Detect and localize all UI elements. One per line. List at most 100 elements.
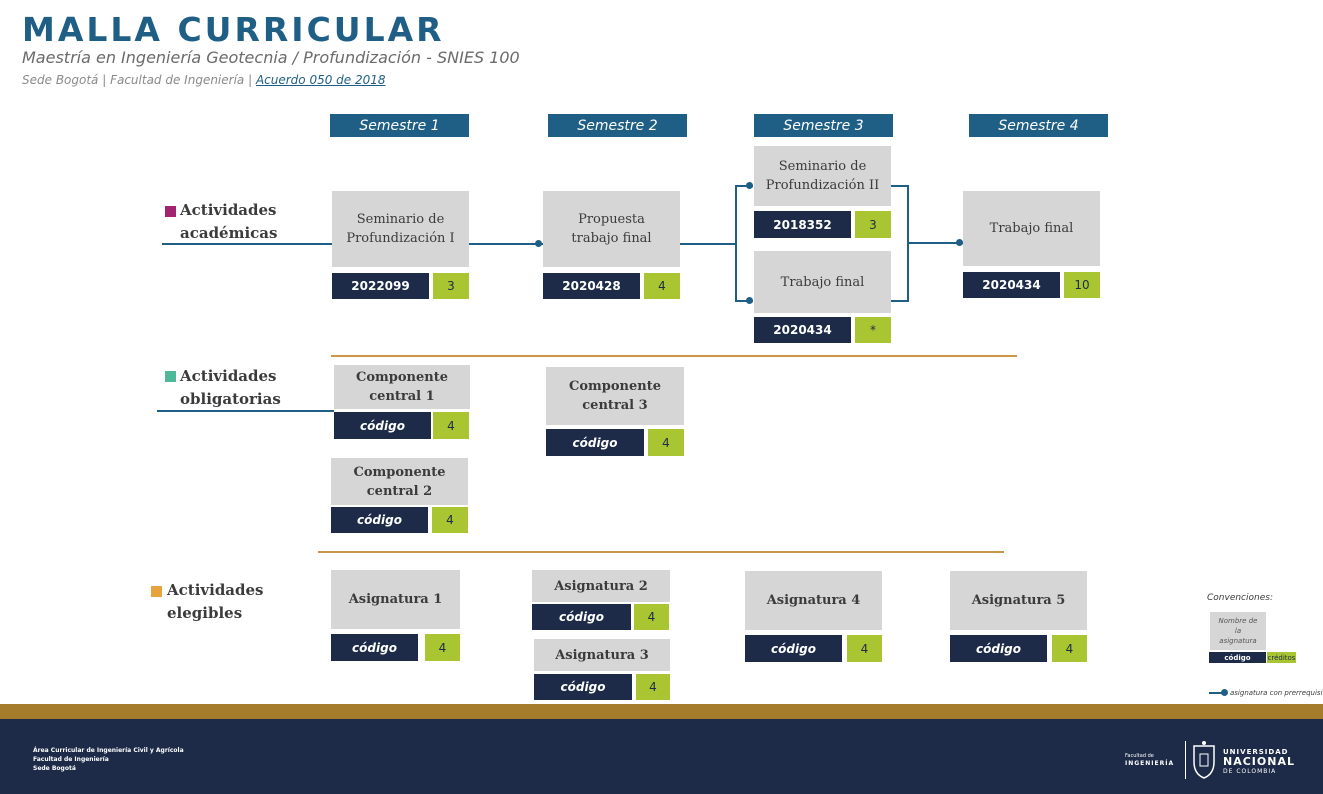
category-obligatorias-line1: Actividades (180, 367, 277, 385)
course-code-asignatura-1: código (331, 634, 418, 661)
category-obligatorias-line2: obligatorias (180, 390, 281, 408)
footer-line: Área Curricular de Ingeniería Civil y Ag… (33, 747, 184, 754)
conventions-name-line: asignatura (1219, 637, 1257, 645)
course-code-seminario-2: 2018352 (754, 211, 851, 238)
footer (0, 719, 1323, 794)
universidad-logo-line: DE COLOMBIA (1223, 768, 1277, 775)
prereq-branch-left (735, 185, 737, 302)
university-shield-icon (1193, 741, 1215, 779)
prereq-line-start (162, 243, 333, 245)
academicas-square-icon (165, 206, 176, 217)
universidad-logo-line: NACIONAL (1223, 755, 1295, 768)
course-name-line: Propuesta (578, 212, 645, 227)
conventions-credits-sample: créditos (1267, 652, 1296, 663)
page-title: MALLA CURRICULAR (22, 10, 445, 49)
semester-3-header: Semestre 3 (754, 114, 893, 137)
obligatorias-line (157, 410, 334, 412)
semester-4-header: Semestre 4 (969, 114, 1108, 137)
meta-text: Sede Bogotá | Facultad de Ingeniería | (22, 73, 256, 87)
course-credits-componente-3: 4 (648, 429, 684, 456)
course-credits-seminario-1: 3 (433, 273, 469, 299)
course-credits-trabajo-final-s3: * (855, 317, 891, 343)
course-name-asignatura-3[interactable]: Asignatura 3 (534, 639, 670, 671)
footer-gold-bar (0, 704, 1323, 719)
course-name-asignatura-1[interactable]: Asignatura 1 (331, 570, 460, 629)
course-name-trabajo-final-s3[interactable]: Trabajo final (754, 251, 891, 313)
course-code-asignatura-3: código (534, 674, 632, 700)
course-credits-seminario-2: 3 (855, 211, 891, 238)
acuerdo-link[interactable]: Acuerdo 050 de 2018 (255, 73, 386, 87)
course-credits-asignatura-5: 4 (1052, 635, 1087, 662)
category-academicas: Actividades académicas (180, 199, 277, 245)
conventions-prereq-line (1209, 692, 1227, 694)
conventions-name-sample: Nombre de la asignatura (1210, 612, 1266, 650)
semester-1-header: Semestre 1 (330, 114, 469, 137)
universidad-logo: UNIVERSIDAD NACIONAL DE COLOMBIA (1223, 747, 1295, 777)
obligatorias-square-icon (165, 371, 176, 382)
prereq-dot-s3-bottom (746, 297, 753, 304)
course-code-trabajo-final-s3: 2020434 (754, 317, 851, 343)
course-name-asignatura-4[interactable]: Asignatura 4 (745, 571, 882, 630)
page-meta: Sede Bogotá | Facultad de Ingeniería | A… (22, 73, 386, 87)
course-code-propuesta: 2020428 (543, 273, 640, 299)
course-name-line: Trabajo final (989, 221, 1074, 236)
course-credits-asignatura-2: 4 (634, 604, 669, 630)
conventions-prereq-dot (1221, 689, 1228, 696)
conventions-code-sample: código (1209, 652, 1266, 663)
footer-text: Área Curricular de Ingeniería Civil y Ag… (33, 746, 184, 773)
course-name-asignatura-5[interactable]: Asignatura 5 (950, 571, 1087, 630)
category-academicas-line2: académicas (180, 224, 278, 242)
section-divider-1 (331, 355, 1017, 357)
section-divider-2 (318, 551, 1004, 553)
course-name-line: Asignatura 2 (554, 578, 648, 594)
conventions-name-line: la (1234, 627, 1242, 635)
footer-line: Sede Bogotá (33, 765, 76, 772)
course-credits-componente-1: 4 (433, 412, 469, 439)
course-name-line: Asignatura 3 (555, 647, 649, 663)
course-code-componente-1: código (334, 412, 431, 439)
course-name-componente-2[interactable]: Componente central 2 (331, 458, 468, 505)
page-subtitle: Maestría en Ingeniería Geotecnia / Profu… (22, 48, 520, 67)
course-name-line: Componente (353, 464, 446, 480)
course-name-line: Asignatura 4 (766, 593, 861, 608)
course-credits-asignatura-1: 4 (425, 634, 460, 661)
course-code-trabajo-final-s4: 2020434 (963, 272, 1060, 298)
footer-line: Facultad de Ingeniería (33, 756, 109, 763)
course-name-line: central 1 (369, 389, 435, 404)
course-name-line: Profundización II (765, 178, 880, 193)
prereq-branch-top-right (891, 185, 909, 187)
semester-2-header: Semestre 2 (548, 114, 687, 137)
course-credits-componente-2: 4 (432, 507, 468, 533)
conventions-title: Convenciones: (1207, 593, 1273, 603)
course-name-line: central 2 (366, 483, 433, 499)
category-elegibles-line2: elegibles (167, 604, 243, 622)
prereq-dot-s3-top (746, 182, 753, 189)
category-obligatorias: Actividades obligatorias (180, 365, 281, 411)
course-credits-asignatura-4: 4 (847, 635, 882, 662)
course-code-seminario-1: 2022099 (332, 273, 429, 299)
category-elegibles-line1: Actividades (167, 581, 264, 599)
course-code-componente-3: código (546, 429, 644, 456)
course-name-trabajo-final-s4[interactable]: Trabajo final (963, 191, 1100, 266)
course-code-asignatura-4: código (745, 635, 842, 662)
course-name-line: Profundización I (346, 231, 455, 246)
conventions-prereq-label: asignatura con prerrequisito (1230, 689, 1323, 697)
logo-divider (1185, 741, 1186, 779)
prereq-branch-top-left (735, 185, 753, 187)
category-academicas-line1: Actividades (180, 201, 277, 219)
course-name-line: Componente (569, 379, 661, 394)
prereq-branch-bottom-right (891, 300, 909, 302)
category-elegibles: Actividades elegibles (167, 579, 264, 625)
course-name-asignatura-2[interactable]: Asignatura 2 (532, 570, 670, 602)
prereq-dot-s4 (956, 239, 963, 246)
prereq-branch-bottom-left (735, 300, 753, 302)
prereq-dot-s2 (535, 240, 542, 247)
course-name-line: Trabajo final (780, 274, 865, 290)
prereq-line-s2-s3 (680, 243, 736, 245)
conventions-name-line: Nombre de (1218, 617, 1258, 625)
